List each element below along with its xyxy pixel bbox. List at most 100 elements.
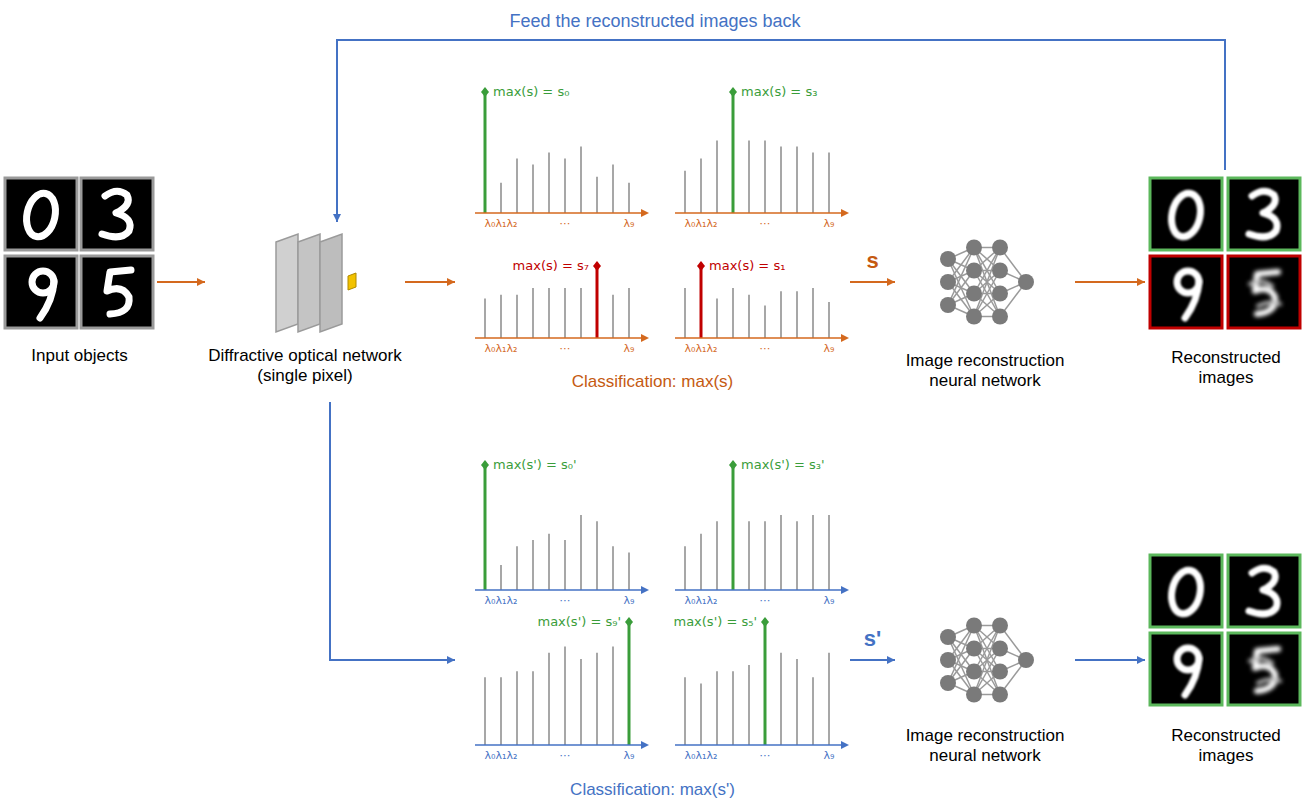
wavelength-axis (475, 589, 643, 591)
spectrum-bar (764, 622, 767, 745)
drawing-part (1150, 178, 1222, 250)
net-neuron (992, 240, 1008, 256)
spectrum-bar (532, 165, 534, 213)
spectra-panel: max(s') = s₀'max(s') = s₃'max(s') = s₉'m… (455, 430, 850, 805)
flow-arrow (157, 281, 205, 283)
drawing-part (1228, 633, 1300, 705)
spectrum-bar (564, 647, 566, 745)
wavelength-label: λ₉ (624, 342, 635, 355)
spectrum-bar (516, 546, 518, 590)
net-neuron (966, 664, 982, 680)
spectrum-bar (780, 515, 782, 590)
peak-marker (481, 460, 489, 470)
net-neuron (992, 286, 1008, 302)
drawing-part (81, 256, 153, 328)
axis-arrow (641, 586, 649, 594)
drawing-part (298, 234, 320, 332)
net-link (974, 626, 1000, 695)
axis-arrow (841, 209, 849, 217)
spectrum-bar (812, 677, 814, 745)
wavelength-label: ⋯ (560, 594, 571, 607)
drawing-part (320, 234, 342, 332)
wavelength-label: ⋯ (760, 749, 771, 762)
drawing-part (32, 271, 54, 318)
axis-arrow (641, 334, 649, 342)
max-label: max(s) = s₁ (709, 258, 785, 274)
net-neuron (940, 251, 956, 267)
spectrum-bar (500, 295, 502, 338)
flow-arrow (1075, 281, 1145, 283)
peak-marker (625, 617, 633, 627)
drawing-part (1150, 633, 1222, 705)
max-label: max(s') = s₀' (493, 457, 577, 473)
spectrum-bar (628, 553, 630, 591)
drawing-part (1228, 555, 1300, 627)
spectrum-bar (580, 146, 582, 213)
spectrum-bar (484, 92, 487, 213)
wavelength-label: λ₀λ₁λ₂ (685, 594, 718, 607)
wavelength-label: λ₀λ₁λ₂ (485, 217, 518, 230)
spectrum-bar (748, 521, 750, 590)
spectrum-bar (764, 140, 766, 213)
wavelength-label: ⋯ (760, 594, 771, 607)
spectrum-bar (716, 298, 718, 338)
net-neuron (966, 687, 982, 703)
spectrum-bar (732, 92, 735, 213)
spectrum-bar (580, 515, 582, 590)
spectrum-bar (580, 659, 582, 745)
drawing-part (1249, 191, 1277, 237)
net-neuron (940, 675, 956, 691)
wavelength-label: λ₀λ₁λ₂ (485, 749, 518, 762)
spectrum-chart (675, 617, 849, 749)
drawing-part (1150, 256, 1222, 328)
drawing-part (107, 270, 131, 314)
spectrum-bar (764, 521, 766, 590)
net-neuron (1018, 274, 1034, 290)
spectrum-bar (732, 465, 735, 590)
wavelength-axis (675, 589, 843, 591)
spectrum-bar (532, 671, 534, 745)
axis-arrow (841, 586, 849, 594)
spectrum-bar (580, 288, 582, 338)
net-neuron (992, 309, 1008, 325)
spectrum-bar (812, 515, 814, 590)
spectrum-chart (675, 460, 849, 594)
spectrum-bar (612, 546, 614, 590)
spectrum-bar (700, 534, 702, 590)
wavelength-axis (475, 744, 643, 746)
spectrum-chart (675, 261, 849, 342)
net-neuron (966, 618, 982, 634)
net-neuron (966, 240, 982, 256)
node-label: Image reconstruction neural network (895, 351, 1075, 391)
spectrum-chart (475, 617, 649, 749)
spectrum-bar (596, 266, 599, 338)
spectrum-chart (675, 87, 849, 217)
wavelength-label: λ₉ (824, 342, 835, 355)
spectrum-bar (748, 140, 750, 213)
max-label: max(s') = s₉' (537, 614, 621, 630)
neural-net-icon (940, 240, 1034, 325)
wavelength-axis (675, 337, 843, 339)
net-neuron (966, 286, 982, 302)
spectrum-bar (516, 159, 518, 213)
spectrum-bar (812, 153, 814, 214)
drawing-part (81, 178, 153, 250)
spectrum-bar (684, 677, 686, 745)
spectrum-bar (796, 659, 798, 745)
drawing-part (1228, 256, 1300, 328)
edge-label: Feed the reconstructed images back (506, 10, 803, 32)
flow-arrow (850, 281, 895, 283)
wavelength-label: λ₀λ₁λ₂ (685, 749, 718, 762)
spectrum-bar (828, 653, 830, 745)
flow-arrow (330, 402, 455, 660)
axis-arrow (841, 334, 849, 342)
max-label: max(s') = s₅' (673, 614, 757, 630)
edge-label: s (863, 248, 881, 274)
neural-net-icons (940, 240, 1034, 703)
wavelength-label: λ₀λ₁λ₂ (485, 342, 518, 355)
spectrum-bar (500, 677, 502, 745)
spectrum-bar (780, 146, 782, 213)
spectrum-bar (564, 288, 566, 338)
